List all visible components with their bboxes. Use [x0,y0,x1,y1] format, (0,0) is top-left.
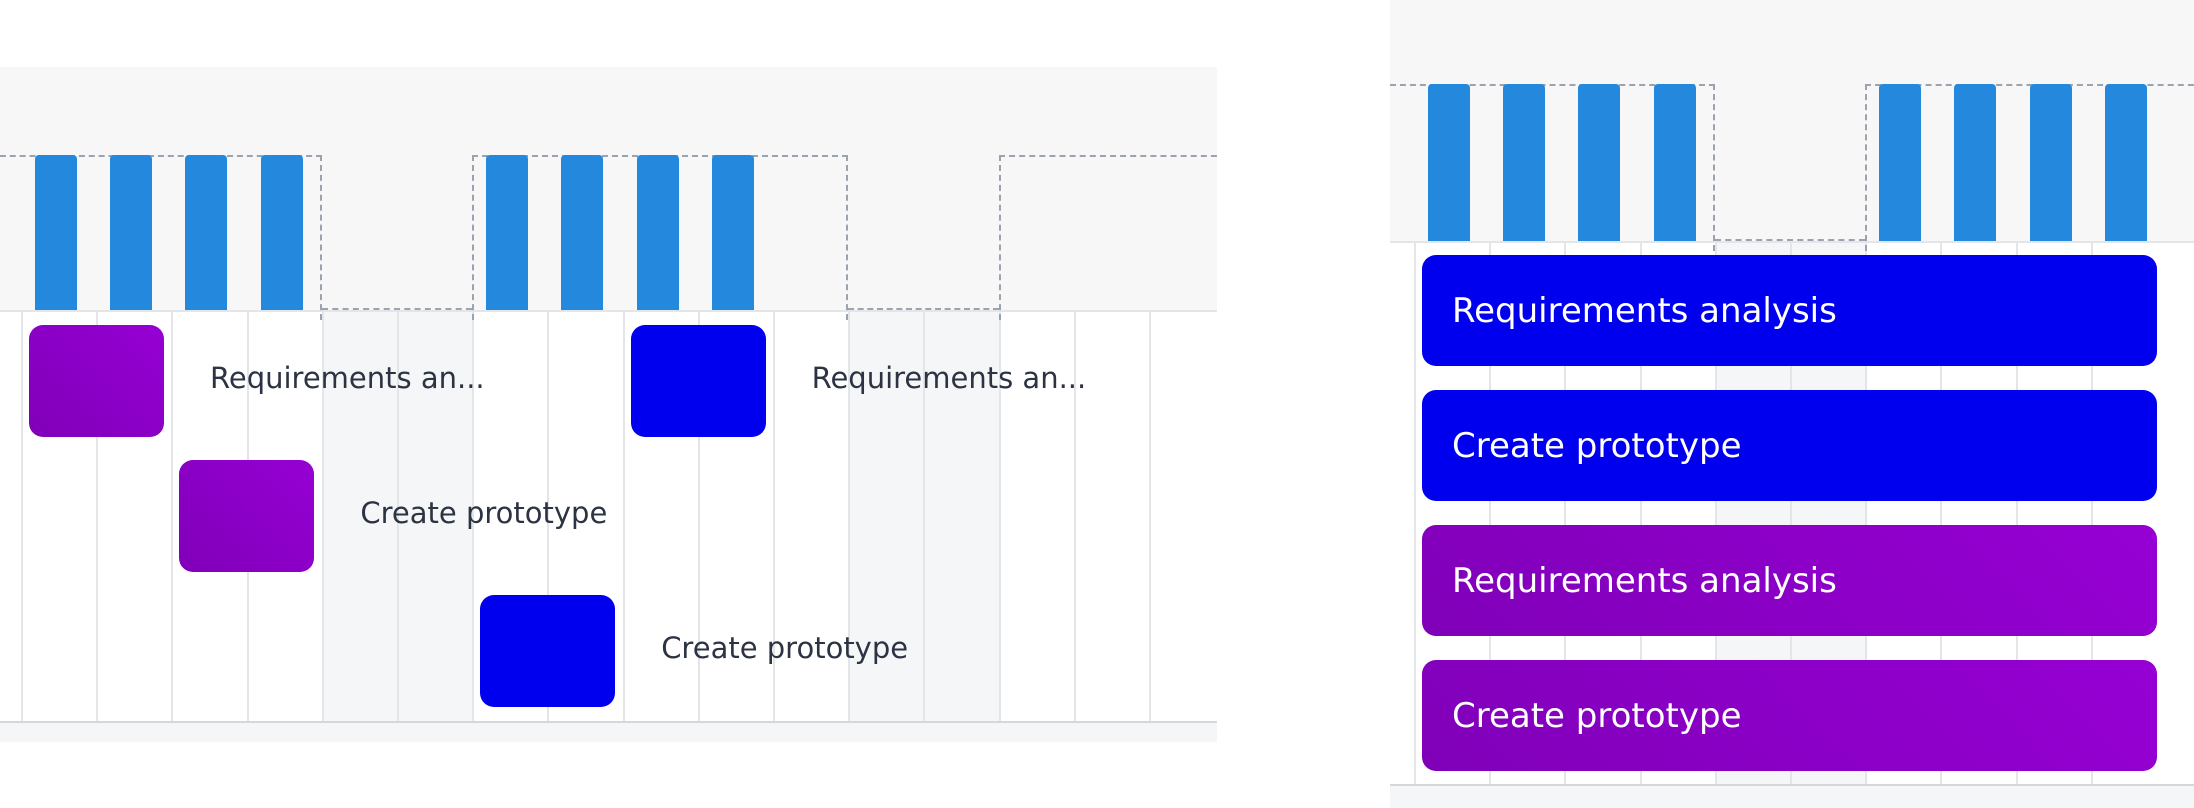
day-column [1073,310,1149,721]
day-column [397,310,473,721]
capacity-line [1714,239,1866,241]
workload-bar [185,155,228,310]
workload-bar [260,155,303,310]
task-bar[interactable] [29,325,164,437]
capacity-line [848,308,999,310]
gantt-left-view: Requirements an... Requirements an... Crea… [0,67,1217,742]
workload-bar [1954,84,1997,241]
capacity-line [1390,84,1715,251]
task-label: Requirements analysis [1452,290,1837,331]
workload-bar [636,155,679,310]
task-label: Requirements an... [811,361,1087,395]
day-column [472,310,547,721]
workload-bar [1578,84,1621,241]
day-column [171,310,246,721]
task-bar[interactable] [630,325,766,437]
task-bar[interactable]: Create prototype [1422,660,2157,771]
day-column [697,310,773,721]
capacity-line [321,308,473,310]
day-column [1414,241,1489,784]
capacity-line [0,155,322,320]
day-column [321,310,397,721]
workload-bar [110,155,153,310]
task-label: Create prototype [1452,695,1742,736]
day-column [923,310,999,721]
workload-bar [711,155,754,310]
day-column [547,310,622,721]
task-bar[interactable]: Create prototype [1422,390,2157,501]
workload-bar [561,155,604,310]
task-label: Requirements analysis [1452,560,1837,601]
task-bar[interactable]: Requirements analysis [1422,525,2157,636]
workload-bar [35,155,77,310]
workload-bar [1879,84,1922,241]
workload-bar [2104,84,2147,241]
day-column [1489,241,1564,784]
capacity-line [998,155,1217,320]
workload-bar [486,155,529,310]
task-label: Create prototype [1452,425,1742,466]
day-column [21,310,96,721]
day-column [773,310,848,721]
day-column [1865,241,1940,784]
task-label: Requirements an... [210,361,485,395]
day-column [622,310,698,721]
timeline-footer [1390,784,2194,808]
workload-bar [1428,84,1470,241]
task-bar[interactable] [480,595,616,707]
task-label: Create prototype [360,496,608,530]
day-column [2090,241,2166,784]
day-column [96,310,171,721]
day-column [848,310,924,721]
workload-bar [1653,84,1696,241]
day-column [1639,241,1715,784]
task-bar[interactable]: Requirements analysis [1422,255,2157,366]
day-column [1564,241,1639,784]
day-column [2015,241,2091,784]
day-column [1149,310,1217,721]
workload-bar [2029,84,2072,241]
task-label: Create prototype [661,631,909,665]
task-bar[interactable] [179,460,315,572]
day-column [1940,241,2015,784]
workload-bar [1503,84,1546,241]
day-column [998,310,1074,721]
timeline-footer [0,721,1217,742]
